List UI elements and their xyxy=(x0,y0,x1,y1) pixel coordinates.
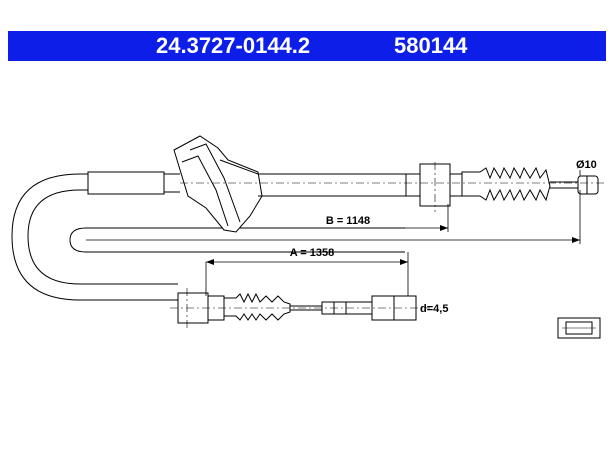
cable-sheath-inner xyxy=(27,189,178,285)
upper-end-fitting xyxy=(405,173,421,197)
sheath-sleeve xyxy=(87,171,165,195)
nipple-diameter-label: d=4,5 xyxy=(420,303,448,315)
rubber-grommet xyxy=(173,135,263,233)
title-bar: 24.3727-0144.2 580144 xyxy=(8,31,606,61)
part-number: 24.3727-0144.2 xyxy=(156,33,311,58)
dimension-b-label: B = 1148 xyxy=(326,215,370,227)
upper-nipple xyxy=(577,175,599,195)
diameter-label: Ø10 xyxy=(576,159,597,171)
dimension-a-label: A = 1358 xyxy=(290,247,335,259)
reference-number: 580144 xyxy=(394,33,468,58)
inner-cable-loop xyxy=(69,227,405,253)
cable-nipple-d-icon xyxy=(557,317,601,339)
lower-bellows xyxy=(223,292,291,321)
cable-sheath xyxy=(11,173,178,301)
upper-bellows xyxy=(461,166,551,202)
